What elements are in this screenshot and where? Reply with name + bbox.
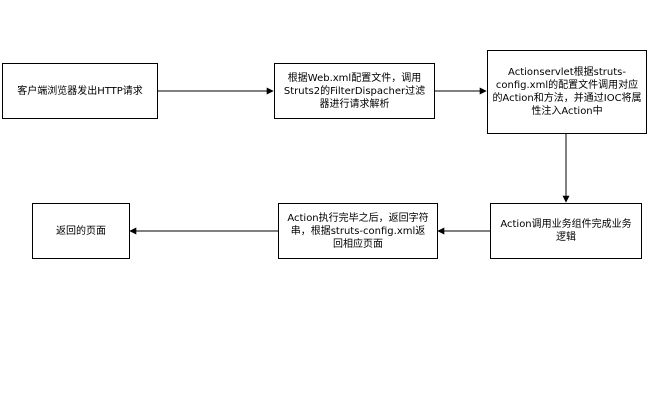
- box-client-request-label: 客户端浏览器发出HTTP请求: [17, 85, 143, 97]
- box-action-servlet: Actionservlet根据struts- config.xml的配置文件调用…: [487, 50, 647, 134]
- box-returned-page: 返回的页面: [32, 203, 130, 259]
- box-return-string-label: Action执行完毕之后，返回字符 串，根据struts-config.xml返…: [287, 212, 429, 250]
- box-filter-dispatcher: 根据Web.xml配置文件，调用 Struts2的FilterDispacher…: [274, 63, 435, 119]
- box-action-servlet-label: Actionservlet根据struts- config.xml的配置文件调用…: [492, 67, 642, 117]
- box-return-string: Action执行完毕之后，返回字符 串，根据struts-config.xml返…: [278, 203, 438, 259]
- box-business-logic: Action调用业务组件完成业务 逻辑: [490, 203, 642, 259]
- box-business-logic-label: Action调用业务组件完成业务 逻辑: [500, 219, 632, 243]
- box-client-request: 客户端浏览器发出HTTP请求: [2, 63, 158, 119]
- box-filter-dispatcher-label: 根据Web.xml配置文件，调用 Struts2的FilterDispacher…: [283, 72, 426, 110]
- box-returned-page-label: 返回的页面: [56, 225, 106, 237]
